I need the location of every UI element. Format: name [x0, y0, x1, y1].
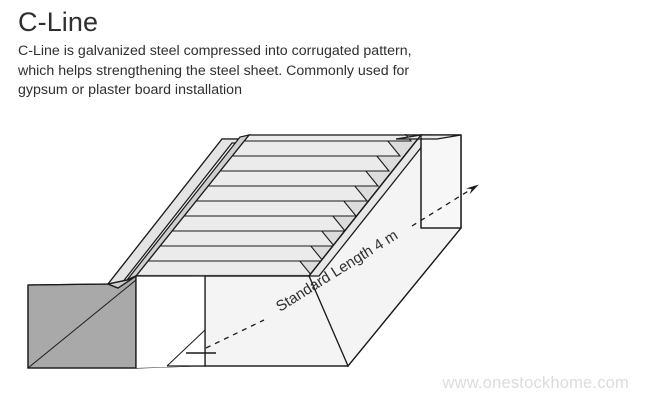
page-description: C-Line is galvanized steel compressed in…	[18, 42, 538, 101]
figure-container: Standard Length 4 m	[0, 108, 654, 374]
header-text-block: C-Line C-Line is galvanized steel compre…	[18, 6, 578, 101]
near-flange-base-diagonal	[166, 329, 206, 367]
description-line-2: which helps strengthening the steel shee…	[18, 62, 410, 79]
dimension-dashed-line-left	[205, 319, 265, 349]
site-watermark: www.onestockhome.com	[442, 374, 629, 392]
near-flange-left-edge	[205, 275, 348, 367]
right-end-face	[420, 134, 462, 229]
dimension-dashed-line-right	[411, 184, 479, 227]
description-line-3: gypsum or plaster board installation	[18, 82, 242, 98]
end-cap-diagonal	[27, 279, 137, 369]
web-underside	[136, 276, 205, 368]
near-flange-right-slope	[308, 134, 462, 367]
page-title: C-Line	[18, 7, 99, 37]
profile-inner-outline	[27, 275, 137, 286]
c-line-channel-diagram: Standard Length 4 m	[27, 134, 479, 369]
description-line-1: C-Line is galvanized steel compressed in…	[18, 43, 412, 59]
channel-body	[27, 134, 462, 369]
